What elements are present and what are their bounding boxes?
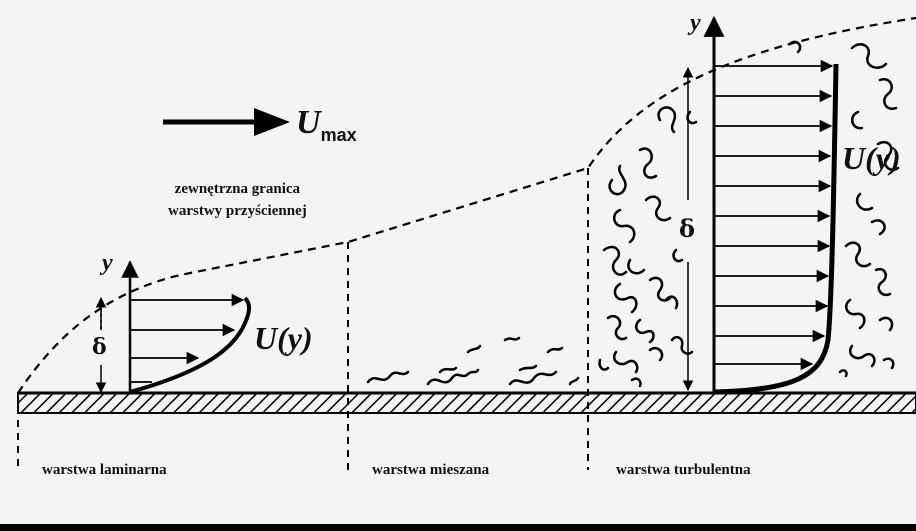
zone-label-mixed: warstwa mieszana: [372, 462, 490, 478]
free-stream-arrow: [163, 108, 290, 136]
outer-boundary-line2: warstwy przyściennej: [168, 203, 307, 219]
umax-label: Umax: [296, 104, 357, 146]
umax-sub: max: [320, 124, 357, 145]
umax-main: U: [296, 104, 321, 141]
turbulent-delta-label: δ: [679, 214, 696, 243]
laminar-profile-label: U(y): [254, 320, 313, 356]
turbulent-zone-eddies: [598, 106, 698, 388]
zone-label-laminar: warstwa laminarna: [42, 462, 167, 478]
turbulent-y-axis-label: y: [690, 10, 701, 36]
laminar-profile: [95, 260, 252, 394]
wall-plate: [17, 391, 916, 414]
laminar-delta-label: δ: [92, 334, 107, 360]
bottom-border: [0, 524, 916, 531]
zone-label-turbulent: warstwa turbulentna: [616, 462, 751, 478]
outer-boundary-line: [17, 16, 916, 394]
outer-boundary-line1: zewnętrzna granica: [174, 181, 301, 197]
outer-eddies: [788, 40, 900, 378]
turbulent-profile: [682, 15, 839, 395]
zone-separators: [17, 168, 589, 470]
mixed-zone-eddies: [366, 336, 580, 386]
turbulent-profile-label: U(y): [842, 140, 901, 176]
laminar-y-axis-label: y: [102, 250, 113, 276]
outer-boundary-label: zewnętrzna granica warstwy przyściennej: [168, 178, 307, 222]
